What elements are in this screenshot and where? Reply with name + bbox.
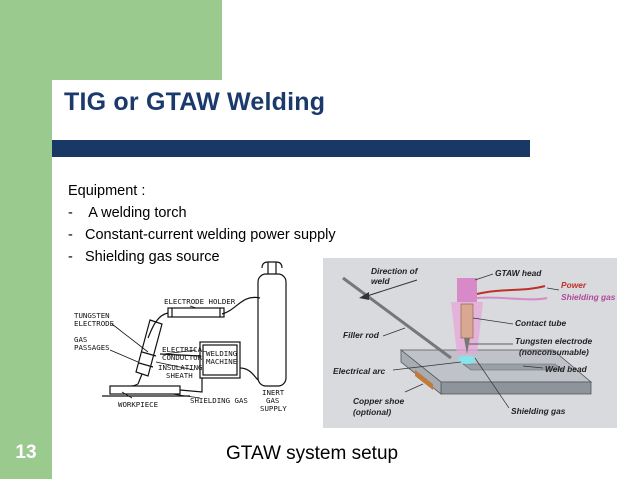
- slide-number: 13: [15, 442, 37, 463]
- label-electrical-arc: Electrical arc: [333, 366, 385, 376]
- equipment-list: Equipment : - A welding torch -Constant-…: [68, 180, 336, 268]
- label-machine: MACHINE: [206, 357, 237, 366]
- title-rule: [52, 140, 530, 157]
- figure-caption: GTAW system setup: [226, 443, 399, 464]
- label-contact-tube: Contact tube: [515, 318, 567, 328]
- left-accent-bar: [0, 0, 52, 479]
- list-item-text: Constant-current welding power supply: [85, 227, 336, 243]
- label-gas: GAS: [74, 335, 87, 344]
- label-passages: PASSAGES: [74, 343, 110, 352]
- list-item: - A welding torch: [68, 202, 336, 224]
- gtaw-detail-figure: Direction of weld GTAW head Power Shield…: [323, 258, 617, 428]
- top-accent-block: [52, 0, 222, 80]
- label-tungsten-electrode: Tungsten electrode: [515, 336, 592, 346]
- label-welding: WELDING: [206, 349, 237, 358]
- label-direction: Direction of: [371, 266, 419, 276]
- label-gtaw-head: GTAW head: [495, 268, 542, 278]
- label-gas-2: GAS: [266, 396, 279, 405]
- label-shielding-gas: SHIELDING GAS: [190, 396, 248, 405]
- label-insulating: INSULATING: [158, 363, 203, 372]
- label-nonconsumable: (nonconsumable): [519, 347, 589, 357]
- label-inert: INERT: [262, 388, 285, 397]
- label-optional: (optional): [353, 407, 391, 417]
- label-weld: weld: [371, 276, 390, 286]
- list-dash: -: [68, 227, 73, 243]
- label-shielding-gas-top: Shielding gas: [561, 292, 616, 302]
- slide-title: TIG or GTAW Welding: [64, 88, 326, 116]
- label-supply: SUPPLY: [260, 404, 287, 413]
- list-item: -Shielding gas source: [68, 246, 336, 268]
- list-item-text: A welding torch: [85, 205, 187, 221]
- label-copper-shoe: Copper shoe: [353, 396, 405, 406]
- label-power: Power: [561, 280, 587, 290]
- label-weld-bead: Weld bead: [545, 364, 588, 374]
- list-dash: -: [68, 249, 73, 265]
- list-dash: -: [68, 205, 73, 221]
- list-item: -Constant-current welding power supply: [68, 224, 336, 246]
- label-filler-rod: Filler rod: [343, 330, 380, 340]
- label-shielding-gas-bottom: Shielding gas: [511, 406, 566, 416]
- label-workpiece: WORKPIECE: [118, 400, 158, 409]
- label-conductor: CONDUCTOR: [162, 353, 203, 362]
- label-tungsten: TUNGSTEN: [74, 311, 110, 320]
- list-item-text: Shielding gas source: [85, 249, 220, 265]
- equipment-heading: Equipment :: [68, 183, 146, 199]
- label-electrical: ELECTRICAL: [162, 345, 207, 354]
- label-electrode-holder: ELECTRODE HOLDER: [164, 297, 236, 306]
- gtaw-schematic-figure: TUNGSTEN ELECTRODE GAS PASSAGES ELECTROD…: [74, 261, 287, 413]
- label-sheath: SHEATH: [166, 371, 193, 380]
- label-electrode: ELECTRODE: [74, 319, 114, 328]
